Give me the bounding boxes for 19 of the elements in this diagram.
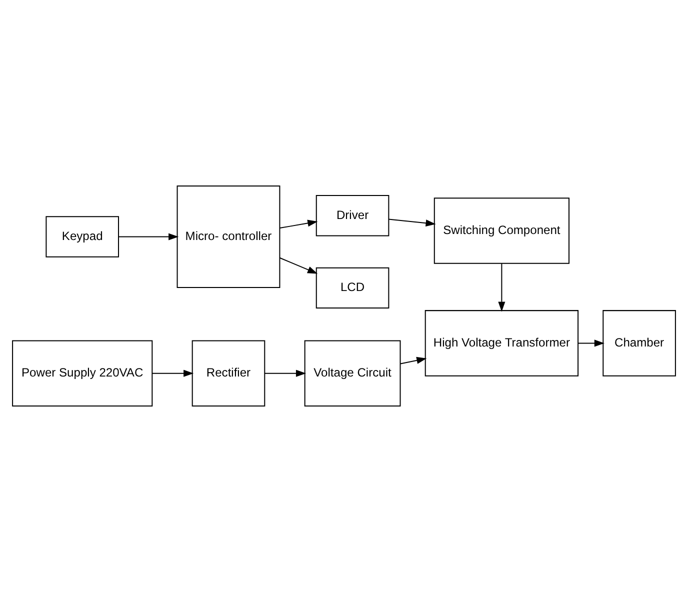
node-box: Driver [316, 194, 390, 236]
node-box: Chamber [602, 310, 676, 376]
node-box: Voltage Circuit [304, 340, 401, 406]
arrow [388, 218, 436, 226]
node-box: Power Supply 220VAC [12, 340, 153, 406]
arrow [400, 356, 427, 364]
arrow [578, 339, 604, 346]
node-box: Micro- controller [176, 185, 280, 288]
node-box: Keypad [46, 216, 120, 257]
node-box: Switching Component [434, 197, 570, 264]
node-box: Rectifier [192, 340, 266, 406]
arrow [118, 232, 179, 240]
arrow [498, 263, 506, 312]
arrow [264, 369, 306, 376]
arrow [280, 256, 318, 274]
node-box: High Voltage Transformer [424, 310, 579, 376]
arrow [152, 369, 194, 376]
node-box: LCD [316, 266, 390, 308]
arrow [280, 219, 318, 228]
